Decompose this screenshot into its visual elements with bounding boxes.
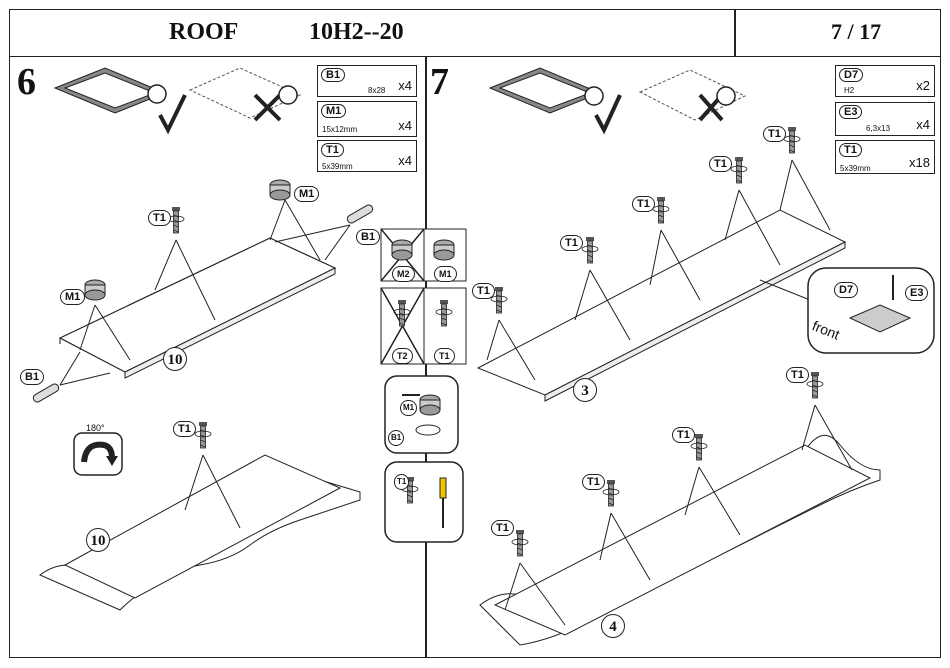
rotate-label: 180°	[86, 423, 105, 433]
step6-rug-ok	[54, 67, 187, 135]
panel-number: 4	[601, 614, 625, 638]
part-tag: E3	[839, 105, 863, 119]
step7-panel-bottom	[493, 444, 872, 636]
part-spec: 8x28	[368, 86, 386, 95]
header-bar: ROOF 10H2--20 7 / 17	[9, 9, 941, 57]
step7-floor-bad	[638, 69, 747, 122]
panel-number: 3	[573, 378, 597, 402]
detail-screwdriver	[384, 461, 464, 543]
callout-t1: T1	[786, 367, 809, 383]
model-number: 10H2--20	[309, 19, 404, 45]
header-separator	[734, 9, 736, 56]
callout-t1: T1	[672, 427, 695, 443]
step6-panel-top	[58, 237, 337, 373]
right-label-m1: M1	[434, 266, 457, 282]
part-tag: D7	[839, 68, 864, 82]
part-box-e3: E3 6,3x13 x4	[835, 102, 935, 136]
callout-t1: T1	[491, 520, 514, 536]
callout-e3: E3	[905, 285, 929, 301]
callout-t1: T1	[472, 283, 495, 299]
part-spec: 5x39mm	[322, 162, 353, 171]
step-number-7: 7	[430, 61, 449, 103]
step7-rug-ok	[489, 67, 622, 135]
part-box-d7: D7 H2 x2	[835, 65, 935, 97]
step7-bracket-detail	[807, 267, 935, 354]
callout-t1: T1	[560, 235, 583, 251]
right-label-t1: T1	[434, 348, 455, 364]
callout-t1: T1	[632, 196, 655, 212]
callout-t1: T1	[173, 421, 196, 437]
detail-tag-m1: M1	[400, 400, 418, 416]
panel-number: 10	[86, 528, 110, 552]
callout-t1: T1	[582, 474, 605, 490]
part-tag: T1	[839, 143, 862, 157]
rotate-icon	[73, 432, 123, 476]
callout-t1: T1	[763, 126, 786, 142]
part-tag: T1	[321, 143, 344, 157]
page-number: 7 / 17	[831, 19, 882, 44]
part-box-m1: M1 15x12mm x4	[317, 101, 417, 137]
callout-m1: M1	[294, 186, 320, 202]
callout-b1: B1	[20, 369, 45, 385]
callout-d7: D7	[834, 282, 859, 298]
section-title: ROOF	[169, 19, 239, 45]
detail-tag-t1: T1	[394, 474, 410, 490]
part-qty: x2	[916, 78, 930, 93]
part-qty: x4	[916, 117, 930, 132]
page-frame	[9, 9, 941, 658]
part-box-t1: T1 5x39mm x4	[317, 140, 417, 172]
wrong-label-t2: T2	[392, 348, 413, 364]
part-spec: 5x39mm	[840, 164, 871, 173]
part-spec: H2	[844, 86, 855, 95]
callout-t1: T1	[709, 156, 732, 172]
part-box-t1: T1 5x39mm x18	[835, 140, 935, 174]
step6-panel-bottom	[63, 454, 342, 599]
step6-floor-bad	[188, 67, 302, 122]
callout-m1: M1	[60, 289, 86, 305]
part-box-b1: B1 8x28 x4	[317, 65, 417, 97]
part-qty: x4	[398, 118, 412, 133]
panel-number: 10	[163, 347, 187, 371]
wrong-label-m2: M2	[392, 266, 415, 282]
part-qty: x4	[398, 153, 412, 168]
part-qty: x18	[909, 155, 930, 170]
callout-t1: T1	[148, 210, 171, 226]
part-tag: M1	[321, 104, 347, 118]
callout-b1: B1	[356, 229, 381, 245]
step-number-6: 6	[17, 61, 36, 103]
part-tag: B1	[321, 68, 346, 82]
part-qty: x4	[398, 78, 412, 93]
part-spec: 6,3x13	[866, 124, 891, 133]
part-spec: 15x12mm	[322, 125, 358, 134]
detail-tag-b1: B1	[388, 430, 405, 446]
